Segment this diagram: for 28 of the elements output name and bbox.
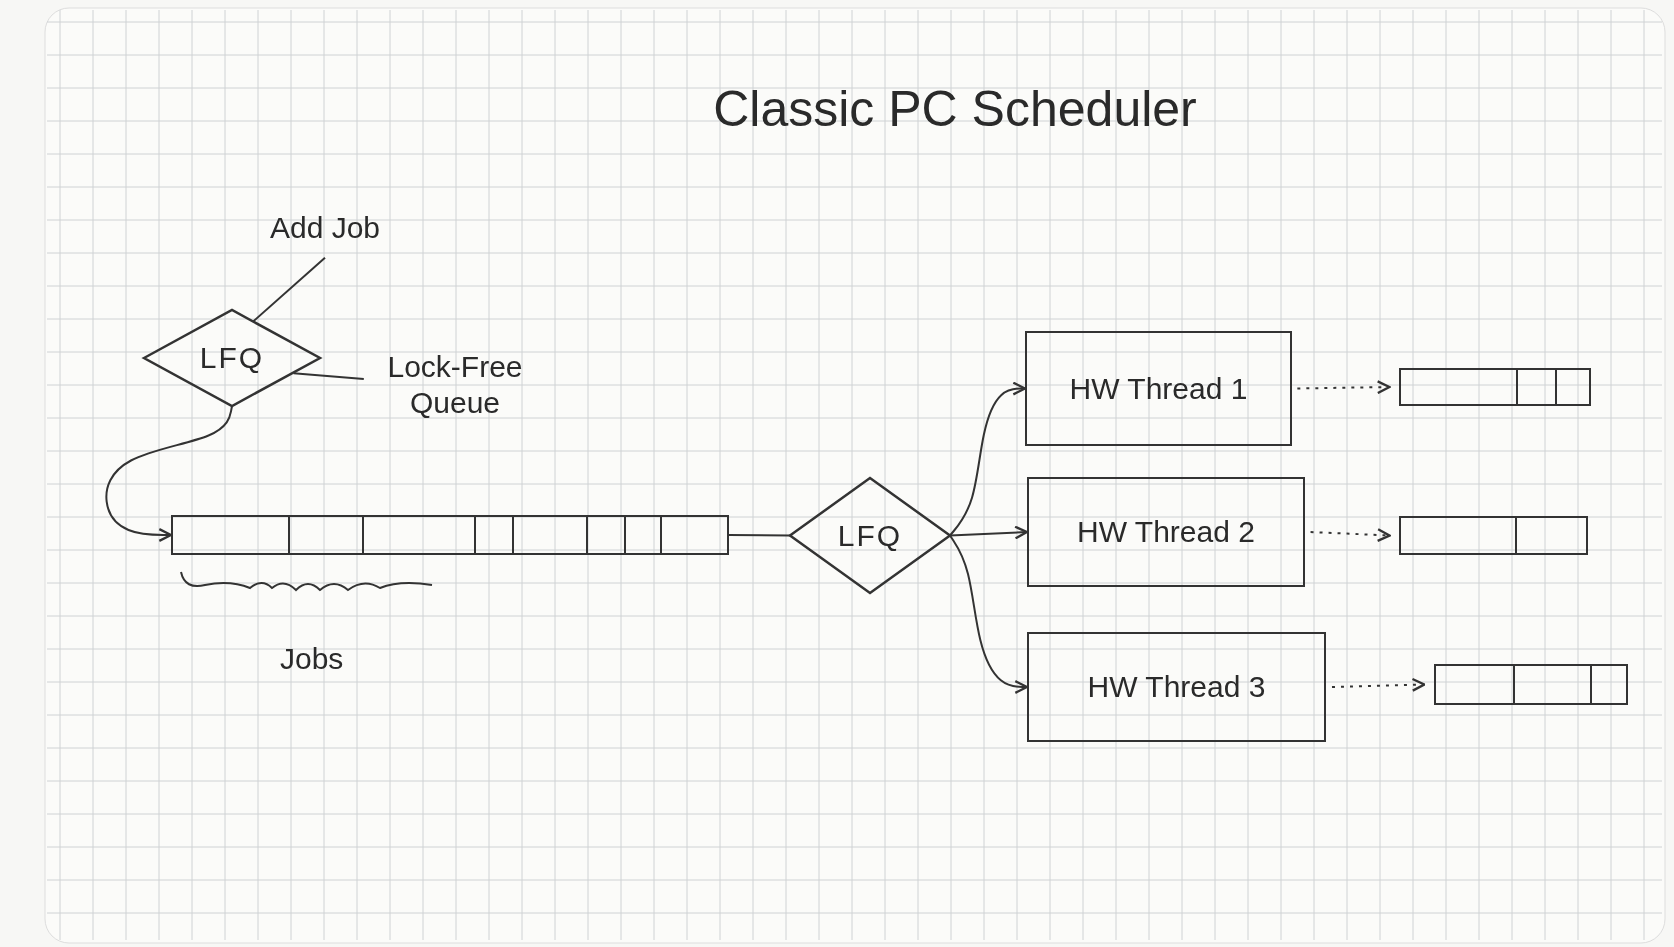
queue-diamond [790,478,950,593]
diagram-title: Classic PC Scheduler [712,80,1198,138]
arrow [949,525,1029,540]
arrow [105,405,233,542]
queue-bar [1399,368,1591,406]
arrow [949,381,1027,537]
arrow [949,534,1029,694]
arrow [1296,380,1391,395]
connector-line [292,372,365,380]
queue-diamond [144,310,320,406]
node-label: Lock-Free Queue [360,325,550,445]
node-text: HW Thread 1 [1069,371,1248,406]
node-label: Add Job [230,200,420,255]
node-text: HW Thread 2 [1077,515,1255,549]
arrow [1331,677,1426,692]
thread-box [1027,632,1326,742]
annotation-label: Jobs [280,642,344,676]
connector-line [252,256,326,323]
node-text: LFQ [837,518,903,553]
thread-box [1027,477,1305,587]
queue-bar [1434,664,1628,705]
queue-bar [171,515,729,555]
node-text: HW Thread 3 [1087,670,1266,704]
thread-box [1025,331,1292,446]
node-text: LFQ [199,341,265,375]
queue-bar [1399,516,1588,555]
arrow [1309,528,1391,542]
connector-line [728,534,791,537]
